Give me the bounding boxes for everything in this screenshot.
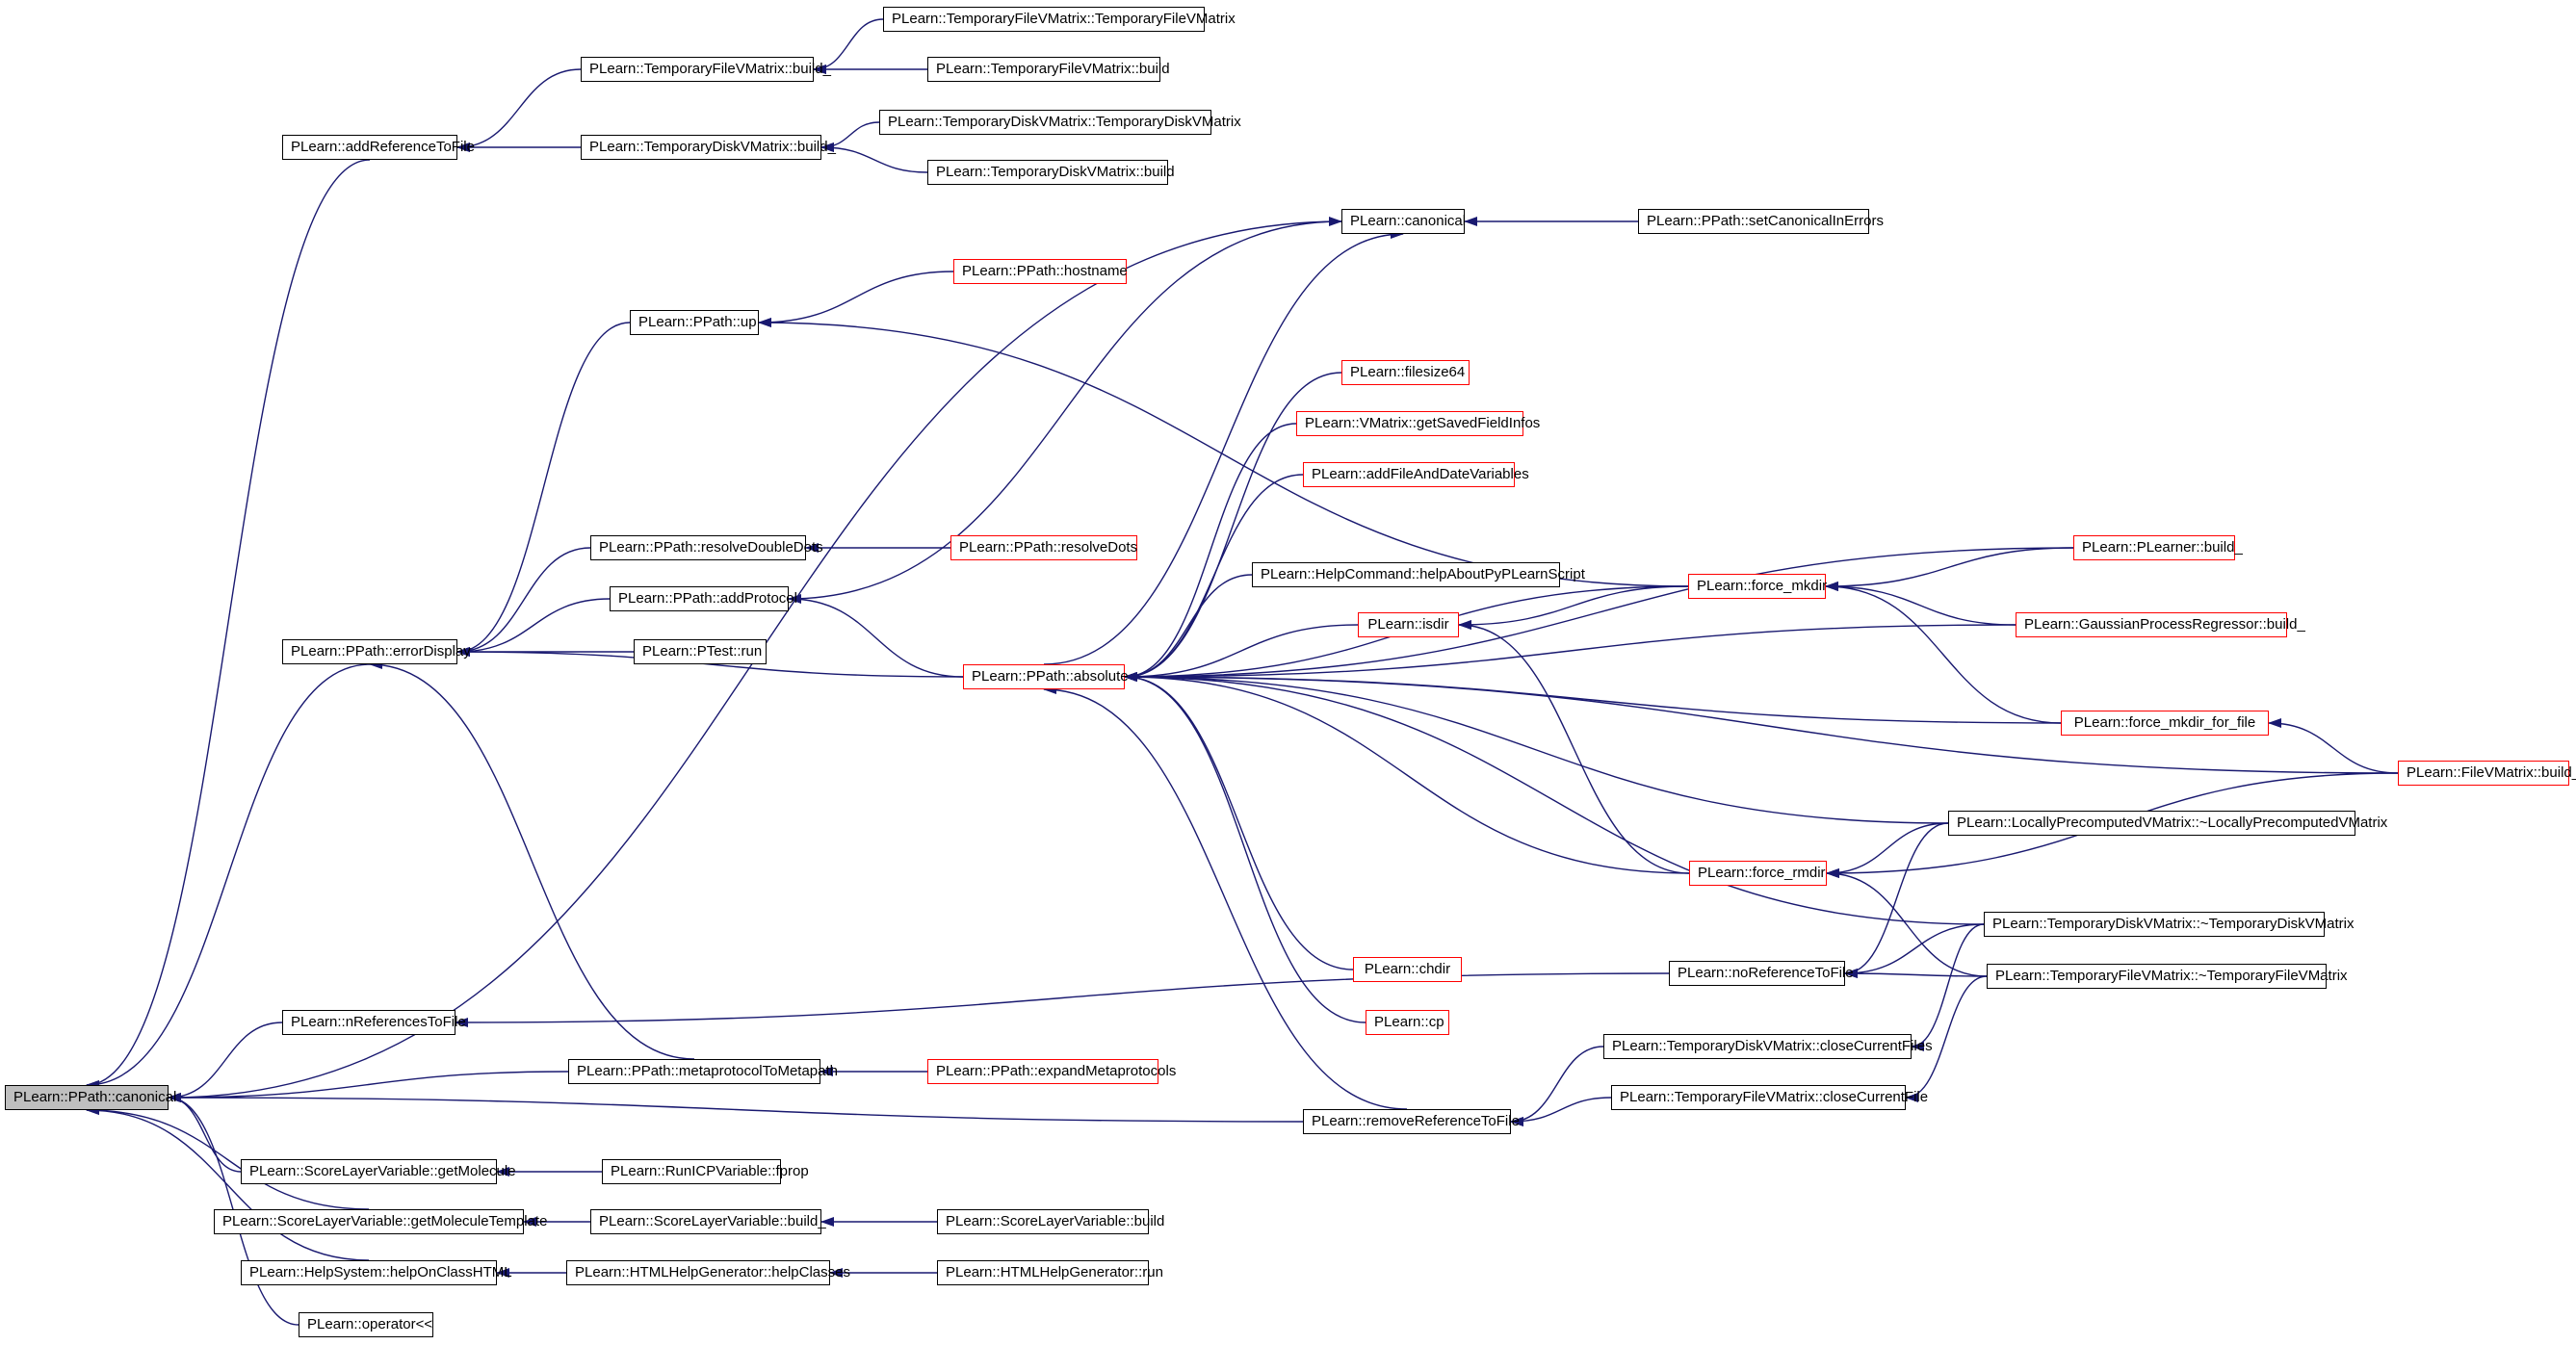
node-operator-ll[interactable]: PLearn::operator<<	[299, 1312, 433, 1337]
edge-nReferencesToFile-to-canonical-fn	[168, 1022, 283, 1102]
node-plearner-build-[interactable]: PLearn::PLearner::build_	[2073, 535, 2243, 560]
node-tfvm-dtor[interactable]: PLearn::TemporaryFileVMatrix::~Temporary…	[1987, 964, 2348, 989]
edge-addProtocol-to-errorDisplay	[456, 598, 611, 657]
edge-gpr-build--to-force-mkdir	[1825, 582, 2017, 626]
node-getsavedfieldinfos[interactable]: PLearn::VMatrix::getSavedFieldInfos	[1296, 411, 1540, 436]
edge-tfvm-dtor-to-noReferenceToFile	[1844, 969, 1988, 979]
edge-absolute-to-canonical	[1043, 229, 1404, 665]
node-canonical-fn[interactable]: PLearn::PPath::canonical	[5, 1085, 176, 1110]
edge-force-mkdir-for-file-to-force-mkdir	[1825, 582, 2062, 724]
node-helpaboutpyplearnscript[interactable]: PLearn::HelpCommand::helpAboutPyPLearnSc…	[1252, 562, 1585, 587]
edge-plearner-build--to-force-mkdir	[1825, 547, 2074, 591]
node-addreferencetofile[interactable]: PLearn::addReferenceToFile	[282, 135, 475, 160]
edge-noReferenceToFile-to-nReferencesToFile	[455, 972, 1670, 1027]
node-tdvm-build-[interactable]: PLearn::TemporaryDiskVMatrix::build_	[581, 135, 836, 160]
node-getmolecule[interactable]: PLearn::ScoreLayerVariable::getMolecule	[241, 1159, 516, 1184]
node-force-mkdir[interactable]: PLearn::force_mkdir	[1688, 574, 1827, 599]
edge-removeReferenceToFile-to-canonical-fn	[168, 1093, 1304, 1123]
node-metaprotocoltometapath[interactable]: PLearn::PPath::metaprotocolToMetapath	[568, 1059, 838, 1084]
edge-getMoleculeTemplate-to-canonical-fn	[86, 1105, 370, 1210]
node-noreferencetofile[interactable]: PLearn::noReferenceToFile	[1669, 961, 1854, 986]
edge-metaprotocolToMetapath-to-errorDisplay	[369, 660, 695, 1060]
node-isdir[interactable]: PLearn::isdir	[1358, 612, 1459, 637]
edge-errorDisplay-to-canonical-fn	[86, 663, 371, 1090]
node-addprotocol[interactable]: PLearn::PPath::addProtocol	[610, 586, 797, 611]
edge-tdvm-dtor-to-absolute	[1124, 672, 1985, 925]
edge-force-rmdir-to-isdir	[1458, 620, 1690, 874]
node-force-mkdir-for-file[interactable]: PLearn::force_mkdir_for_file	[2061, 711, 2269, 736]
node-helpclasses[interactable]: PLearn::HTMLHelpGenerator::helpClasses	[566, 1260, 850, 1285]
node-slv-build-[interactable]: PLearn::ScoreLayerVariable::build_	[590, 1209, 826, 1234]
node-runicp-fprop[interactable]: PLearn::RunICPVariable::fprop	[602, 1159, 809, 1184]
edge-up-to-errorDisplay	[456, 322, 631, 657]
node-canonical[interactable]: PLearn::canonical	[1341, 209, 1466, 234]
edge-force-rmdir-to-absolute	[1124, 672, 1690, 874]
edge-removeReferenceToFile-to-absolute	[1043, 685, 1408, 1110]
node-hostname[interactable]: PLearn::PPath::hostname	[953, 259, 1128, 284]
edge-absolute-to-addProtocol	[788, 594, 964, 678]
node-resolvedots[interactable]: PLearn::PPath::resolveDots	[950, 535, 1137, 560]
edge-resolveDoubleDots-to-errorDisplay	[456, 547, 591, 657]
edge-addReferenceToFile-to-canonical-fn	[86, 159, 371, 1090]
node-tdvm-dtor[interactable]: PLearn::TemporaryDiskVMatrix::~Temporary…	[1984, 912, 2355, 937]
node-filesize64[interactable]: PLearn::filesize64	[1341, 360, 1470, 385]
edge-lpvm-dtor-to-absolute	[1124, 672, 1949, 824]
node-addfileanddatevariables[interactable]: PLearn::addFileAndDateVariables	[1303, 462, 1529, 487]
edge-absolute-to-errorDisplay	[456, 647, 964, 678]
node-lpvm-dtor[interactable]: PLearn::LocallyPrecomputedVMatrix::~Loca…	[1948, 811, 2387, 836]
node-tfvm-build-[interactable]: PLearn::TemporaryFileVMatrix::build_	[581, 57, 831, 82]
edge-addProtocol-to-canonical	[788, 217, 1342, 600]
edge-force-mkdir-to-up	[758, 318, 1689, 587]
edge-cp-to-absolute	[1124, 672, 1366, 1023]
edge-tfvm-closeCurrentFile-to-removeReferenceToFile	[1510, 1097, 1612, 1126]
node-cp[interactable]: PLearn::cp	[1366, 1010, 1449, 1035]
edge-filevmatrix-build--to-absolute	[1124, 672, 2399, 774]
node-helponclasshtml[interactable]: PLearn::HelpSystem::helpOnClassHTML	[241, 1260, 512, 1285]
edge-metaprotocolToMetapath-to-canonical-fn	[168, 1071, 569, 1102]
edge-tfvm-dtor-to-force-rmdir	[1826, 868, 1988, 977]
node-up[interactable]: PLearn::PPath::up	[630, 310, 759, 335]
edge-getSavedFieldInfos-to-absolute	[1124, 423, 1297, 682]
edge-tdvm-dtor-to-tdvm-closeCurrentFiles	[1911, 923, 1985, 1051]
edge-helpOnClassHTML-to-canonical-fn	[86, 1105, 370, 1261]
node-absolute[interactable]: PLearn::PPath::absolute	[963, 664, 1129, 689]
node-hhg-run[interactable]: PLearn::HTMLHelpGenerator::run	[937, 1260, 1163, 1285]
node-tfvm-closecurrentfile[interactable]: PLearn::TemporaryFileVMatrix::closeCurre…	[1611, 1085, 1928, 1110]
edge-gpr-build--to-absolute	[1124, 624, 2017, 682]
edge-tdvm-build-to-tdvm-build-	[820, 142, 928, 173]
node-setcanonicalinerrors[interactable]: PLearn::PPath::setCanonicalInErrors	[1638, 209, 1884, 234]
node-tfvm-ctor[interactable]: PLearn::TemporaryFileVMatrix::TemporaryF…	[883, 7, 1236, 32]
edge-chdir-to-absolute	[1124, 672, 1354, 970]
node-slv-build[interactable]: PLearn::ScoreLayerVariable::build	[937, 1209, 1164, 1234]
edge-tfvm-build--to-addReferenceToFile	[456, 68, 582, 152]
node-gpr-build-[interactable]: PLearn::GaussianProcessRegressor::build_	[2016, 612, 2305, 637]
node-errordisplay[interactable]: PLearn::PPath::errorDisplay	[282, 639, 471, 664]
edge-plearner-build--to-absolute	[1124, 547, 2074, 682]
node-force-rmdir[interactable]: PLearn::force_rmdir	[1689, 861, 1827, 886]
node-filevmatrix-build-[interactable]: PLearn::FileVMatrix::build_	[2398, 761, 2576, 786]
node-expandmetaprotocols[interactable]: PLearn::PPath::expandMetaprotocols	[927, 1059, 1176, 1084]
edge-tdvm-dtor-to-noReferenceToFile	[1844, 923, 1985, 978]
node-ptest-run[interactable]: PLearn::PTest::run	[634, 639, 767, 664]
node-tdvm-ctor[interactable]: PLearn::TemporaryDiskVMatrix::TemporaryD…	[879, 110, 1241, 135]
edge-lpvm-dtor-to-force-rmdir	[1826, 822, 1949, 878]
node-tfvm-build[interactable]: PLearn::TemporaryFileVMatrix::build	[927, 57, 1170, 82]
node-tdvm-closecurrentfiles[interactable]: PLearn::TemporaryDiskVMatrix::closeCurre…	[1603, 1034, 1933, 1059]
edge-lpvm-dtor-to-noReferenceToFile	[1844, 822, 1949, 978]
edge-helpAboutPyPLearnScript-to-absolute	[1124, 574, 1253, 682]
edge-hostname-to-up	[758, 271, 954, 327]
node-chdir[interactable]: PLearn::chdir	[1353, 957, 1462, 982]
edge-tdvm-closeCurrentFiles-to-removeReferenceToFile	[1510, 1046, 1604, 1126]
node-resolvedoubledots[interactable]: PLearn::PPath::resolveDoubleDots	[590, 535, 823, 560]
node-tdvm-build[interactable]: PLearn::TemporaryDiskVMatrix::build	[927, 160, 1175, 185]
edge-force-mkdir-to-isdir	[1458, 585, 1689, 630]
node-nreferencestofile[interactable]: PLearn::nReferencesToFile	[282, 1010, 466, 1035]
edge-tfvm-dtor-to-tfvm-closeCurrentFile	[1905, 975, 1988, 1102]
node-removereferencetofile[interactable]: PLearn::removeReferenceToFile	[1303, 1109, 1520, 1134]
node-getmoleculetemplate[interactable]: PLearn::ScoreLayerVariable::getMoleculeT…	[214, 1209, 547, 1234]
edge-isdir-to-absolute	[1124, 624, 1359, 682]
edge-filevmatrix-build--to-force-mkdir-for-file	[2268, 718, 2399, 774]
